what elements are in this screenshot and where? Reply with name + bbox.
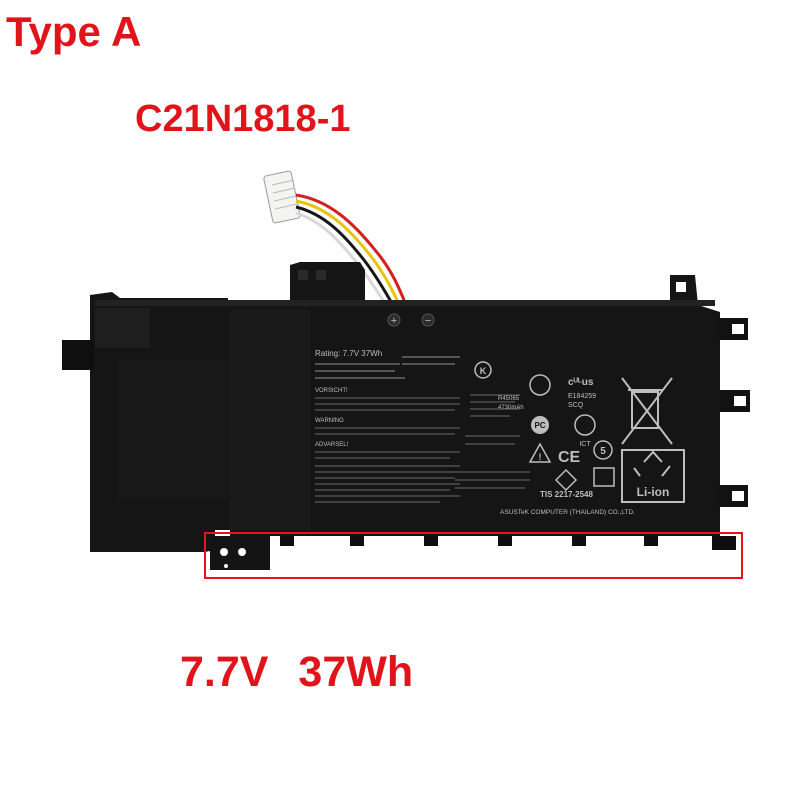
highlight-box (204, 532, 743, 579)
negative-terminal: − (425, 315, 431, 327)
battery-label: Rating: 7.7V 37Wh VORSICHT! WARNING ADVA… (315, 349, 685, 516)
svg-text:ICT: ICT (579, 441, 591, 448)
svg-text:CE: CE (558, 449, 581, 466)
tis-code: TIS 2217-2548 (540, 490, 593, 499)
type-heading: Type A (6, 8, 142, 55)
svg-text:PC: PC (534, 421, 545, 430)
cert-r-number: R45065 (498, 396, 520, 402)
weee-bin-icon (621, 377, 673, 445)
recycle-liion-icon: Li-ion (621, 449, 685, 503)
label-section-3: ADVARSEL! (315, 442, 349, 448)
label-section-1: VORSICHT! (315, 388, 348, 394)
rating-heading: 7.7V 37Wh (180, 648, 414, 696)
label-section-2: WARNING (315, 418, 344, 424)
capacity-text: 4730mAh (498, 405, 524, 411)
terminal-markers: + − (387, 313, 435, 327)
svg-text:cᵁᴸus: cᵁᴸus (568, 377, 594, 388)
svg-text:K: K (480, 366, 487, 376)
positive-terminal: + (391, 315, 397, 327)
cert-scq: SCQ (568, 402, 584, 409)
model-heading: C21N1818-1 (135, 98, 351, 140)
rating-line: Rating: 7.7V 37Wh (315, 349, 382, 358)
cert-e-number: E184259 (568, 393, 596, 400)
svg-text:5: 5 (600, 446, 606, 457)
battery-body (62, 262, 750, 570)
svg-text:!: ! (539, 452, 542, 462)
chemistry-text: Li-ion (637, 485, 670, 499)
manufacturer-text: ASUSTeK COMPUTER (THAILAND) CO.,LTD. (500, 509, 635, 516)
